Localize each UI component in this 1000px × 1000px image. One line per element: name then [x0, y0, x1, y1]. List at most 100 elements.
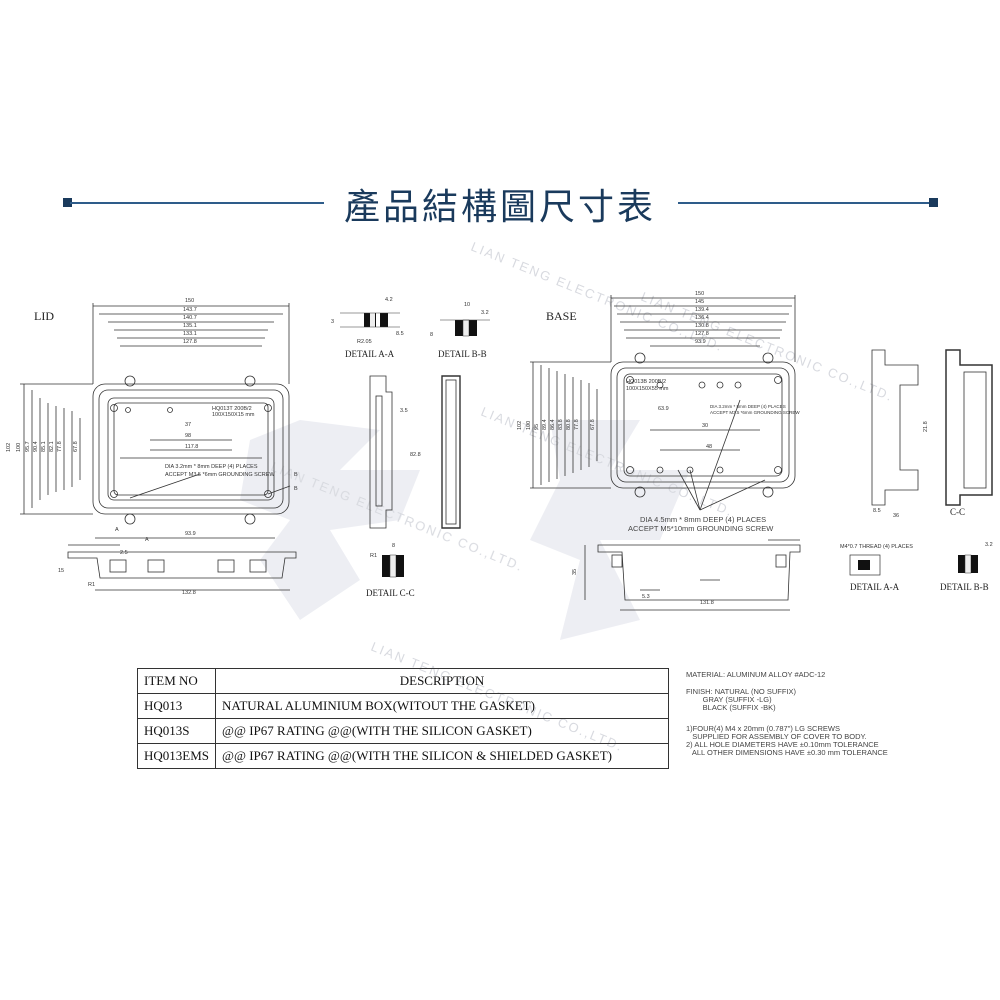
- lid-dim-132-8: 132.8: [182, 590, 196, 596]
- svg-text:R1: R1: [370, 553, 377, 559]
- base-note-1: DIA 4.5mm * 8mm DEEP (4) PLACES: [640, 515, 766, 524]
- lid-section-a-2: A: [145, 537, 149, 543]
- lid-dim-127-8: 127.8: [183, 339, 197, 345]
- base-inner-note-1: DIA 3.2mm * 8mm DEEP (4) PLACES: [710, 404, 786, 409]
- base-dim-48: 48: [706, 444, 712, 450]
- base-dim-77-8: 77.8: [574, 419, 580, 430]
- svg-text:8.5: 8.5: [396, 331, 404, 337]
- row-description: @@ IP67 RATING @@(WITH THE SILICON & SHI…: [215, 743, 670, 769]
- row-item: HQ013S: [136, 718, 217, 744]
- svg-text:3.2: 3.2: [985, 542, 993, 548]
- svg-text:10: 10: [464, 302, 470, 308]
- lid-dim-2-5: 2.5: [120, 550, 128, 556]
- title-rule-right-dot: [929, 198, 938, 207]
- base-dim-127-8: 127.8: [695, 331, 709, 337]
- base-dim-35: 35: [572, 569, 578, 575]
- base-note-2: ACCEPT M5*10mm GROUNDING SCREW: [628, 524, 774, 533]
- lid-part-label-1: HQ013T 200B/2: [212, 406, 252, 412]
- base-detail-aa-label: DETAIL A-A: [850, 582, 900, 592]
- base-thread-note: M4*0.7 THREAD (4) PLACES: [840, 544, 913, 550]
- title-rule-right: [678, 202, 932, 204]
- base-detail-aa: DETAIL A-A: [849, 554, 900, 592]
- lid-detail-aa-label: DETAIL A-A: [345, 349, 395, 359]
- lid-label: LID: [34, 309, 54, 323]
- base-dim-8-5: 8.5: [873, 508, 881, 514]
- lid-dim-102: 102: [6, 443, 12, 452]
- lid-detail-aa: 4.2 8.5 R2.05 3 DETAIL A-A: [331, 297, 404, 359]
- lid-dim-150: 150: [185, 298, 194, 304]
- svg-text:82.8: 82.8: [410, 452, 421, 458]
- base-detail-bb: 3.2 DETAIL B-B: [940, 542, 993, 592]
- header-description: DESCRIPTION: [215, 668, 670, 694]
- lid-dim-143-7: 143.7: [183, 307, 197, 313]
- svg-text:8: 8: [430, 332, 433, 338]
- base-dim-93-9: 93.9: [695, 339, 706, 345]
- lid-dim-117-8: 117.8: [185, 444, 198, 450]
- base-dim-67-8: 67.8: [590, 419, 596, 430]
- base-side-view: [584, 539, 801, 611]
- base-label: BASE: [546, 309, 577, 323]
- lid-section-b-2: B: [294, 486, 298, 492]
- lid-dim-85-1: 85.1: [41, 441, 47, 452]
- lid-side-view: [67, 544, 297, 591]
- svg-text:3: 3: [331, 319, 334, 325]
- row-item: HQ013EMS: [136, 743, 217, 769]
- svg-text:R2.05: R2.05: [357, 339, 372, 345]
- table-row: HQ013EMS @@ IP67 RATING @@(WITH THE SILI…: [136, 743, 670, 769]
- base-dim-130-8: 130.8: [695, 323, 709, 329]
- lid-dim-90-4: 90.4: [33, 441, 39, 452]
- base-section-view: [871, 349, 993, 506]
- lid-note-2: ACCEPT M3.5 *6mm GROUNDING SCREW: [165, 472, 275, 478]
- base-dim-80-8: 80.8: [566, 419, 572, 430]
- tolerance-note: 1)FOUR(4) M4 x 20mm (0.787") LG SCREWS S…: [686, 724, 888, 757]
- base-dim-86-4: 86.4: [550, 419, 556, 430]
- svg-text:3.5: 3.5: [400, 408, 408, 414]
- base-detail-bb-label: DETAIL B-B: [940, 582, 989, 592]
- svg-text:4.2: 4.2: [385, 297, 393, 303]
- lid-dim-133-1: 133.1: [183, 331, 197, 337]
- lid-section-a-1: A: [115, 527, 119, 533]
- lid-top-view: [20, 303, 291, 539]
- svg-text:8: 8: [392, 543, 395, 549]
- title-rule-left-dot: [63, 198, 72, 207]
- lid-dim-r1: R1: [88, 582, 95, 588]
- base-dim-139-4: 139.4: [695, 307, 709, 313]
- lid-section-view: 3.5 82.8: [369, 375, 461, 529]
- base-dim-36: 36: [893, 513, 899, 519]
- finish-note: FINISH: NATURAL (NO SUFFIX) GRAY (SUFFIX…: [686, 687, 797, 712]
- lid-dim-100: 100: [16, 443, 22, 452]
- row-description: @@ IP67 RATING @@(WITH THE SILICON GASKE…: [215, 718, 670, 744]
- page-title: 產品結構圖尺寸表: [343, 187, 656, 228]
- base-dim-30: 30: [702, 423, 708, 429]
- lid-part-label-2: 100X150X15 mm: [212, 412, 255, 418]
- base-inner-note-2: ACCEPT M3.5 *6mm GROUNDING SCREW: [710, 410, 800, 415]
- base-dim-131-8: 131.8: [700, 600, 714, 606]
- lid-dimension-labels: 150 143.7 140.7 135.1 133.1 127.8 102 10…: [6, 298, 298, 596]
- base-dim-150: 150: [695, 291, 704, 297]
- material-note: MATERIAL: ALUMINUM ALLOY #ADC-12: [686, 670, 826, 679]
- lid-detail-cc: R1 8 DETAIL C-C: [366, 543, 415, 598]
- lid-dim-67-8: 67.8: [73, 441, 79, 452]
- base-dim-102: 102: [517, 421, 523, 430]
- table-row: HQ013 NATURAL ALUMINIUM BOX(WITOUT THE G…: [136, 693, 670, 719]
- item-table-header: ITEM NO DESCRIPTION: [136, 668, 670, 694]
- lid-dim-98: 98: [185, 433, 191, 439]
- base-dim-100: 100: [526, 421, 532, 430]
- lid-dim-140-7: 140.7: [183, 315, 197, 321]
- base-dim-89-4: 89.4: [542, 419, 548, 430]
- lid-detail-bb-label: DETAIL B-B: [438, 349, 487, 359]
- lid-detail-cc-label: DETAIL C-C: [366, 588, 415, 598]
- base-top-view: [530, 295, 796, 511]
- lid-dim-82-1: 82.1: [49, 441, 55, 452]
- base-dim-5-3: 5.3: [642, 594, 650, 600]
- watermark-text-1: LIAN TENG ELECTRONIC CO.,LTD.: [469, 239, 726, 355]
- lid-dim-77-8: 77.8: [57, 441, 63, 452]
- svg-text:3.2: 3.2: [481, 310, 489, 316]
- table-row: HQ013S @@ IP67 RATING @@(WITH THE SILICO…: [136, 718, 670, 744]
- row-item: HQ013: [136, 693, 217, 719]
- header-item-no: ITEM NO: [136, 668, 217, 694]
- lid-dim-95-7: 95.7: [25, 441, 31, 452]
- base-dim-136-4: 136.4: [695, 315, 709, 321]
- base-part-label-2: 100X150X55 mm: [626, 386, 669, 392]
